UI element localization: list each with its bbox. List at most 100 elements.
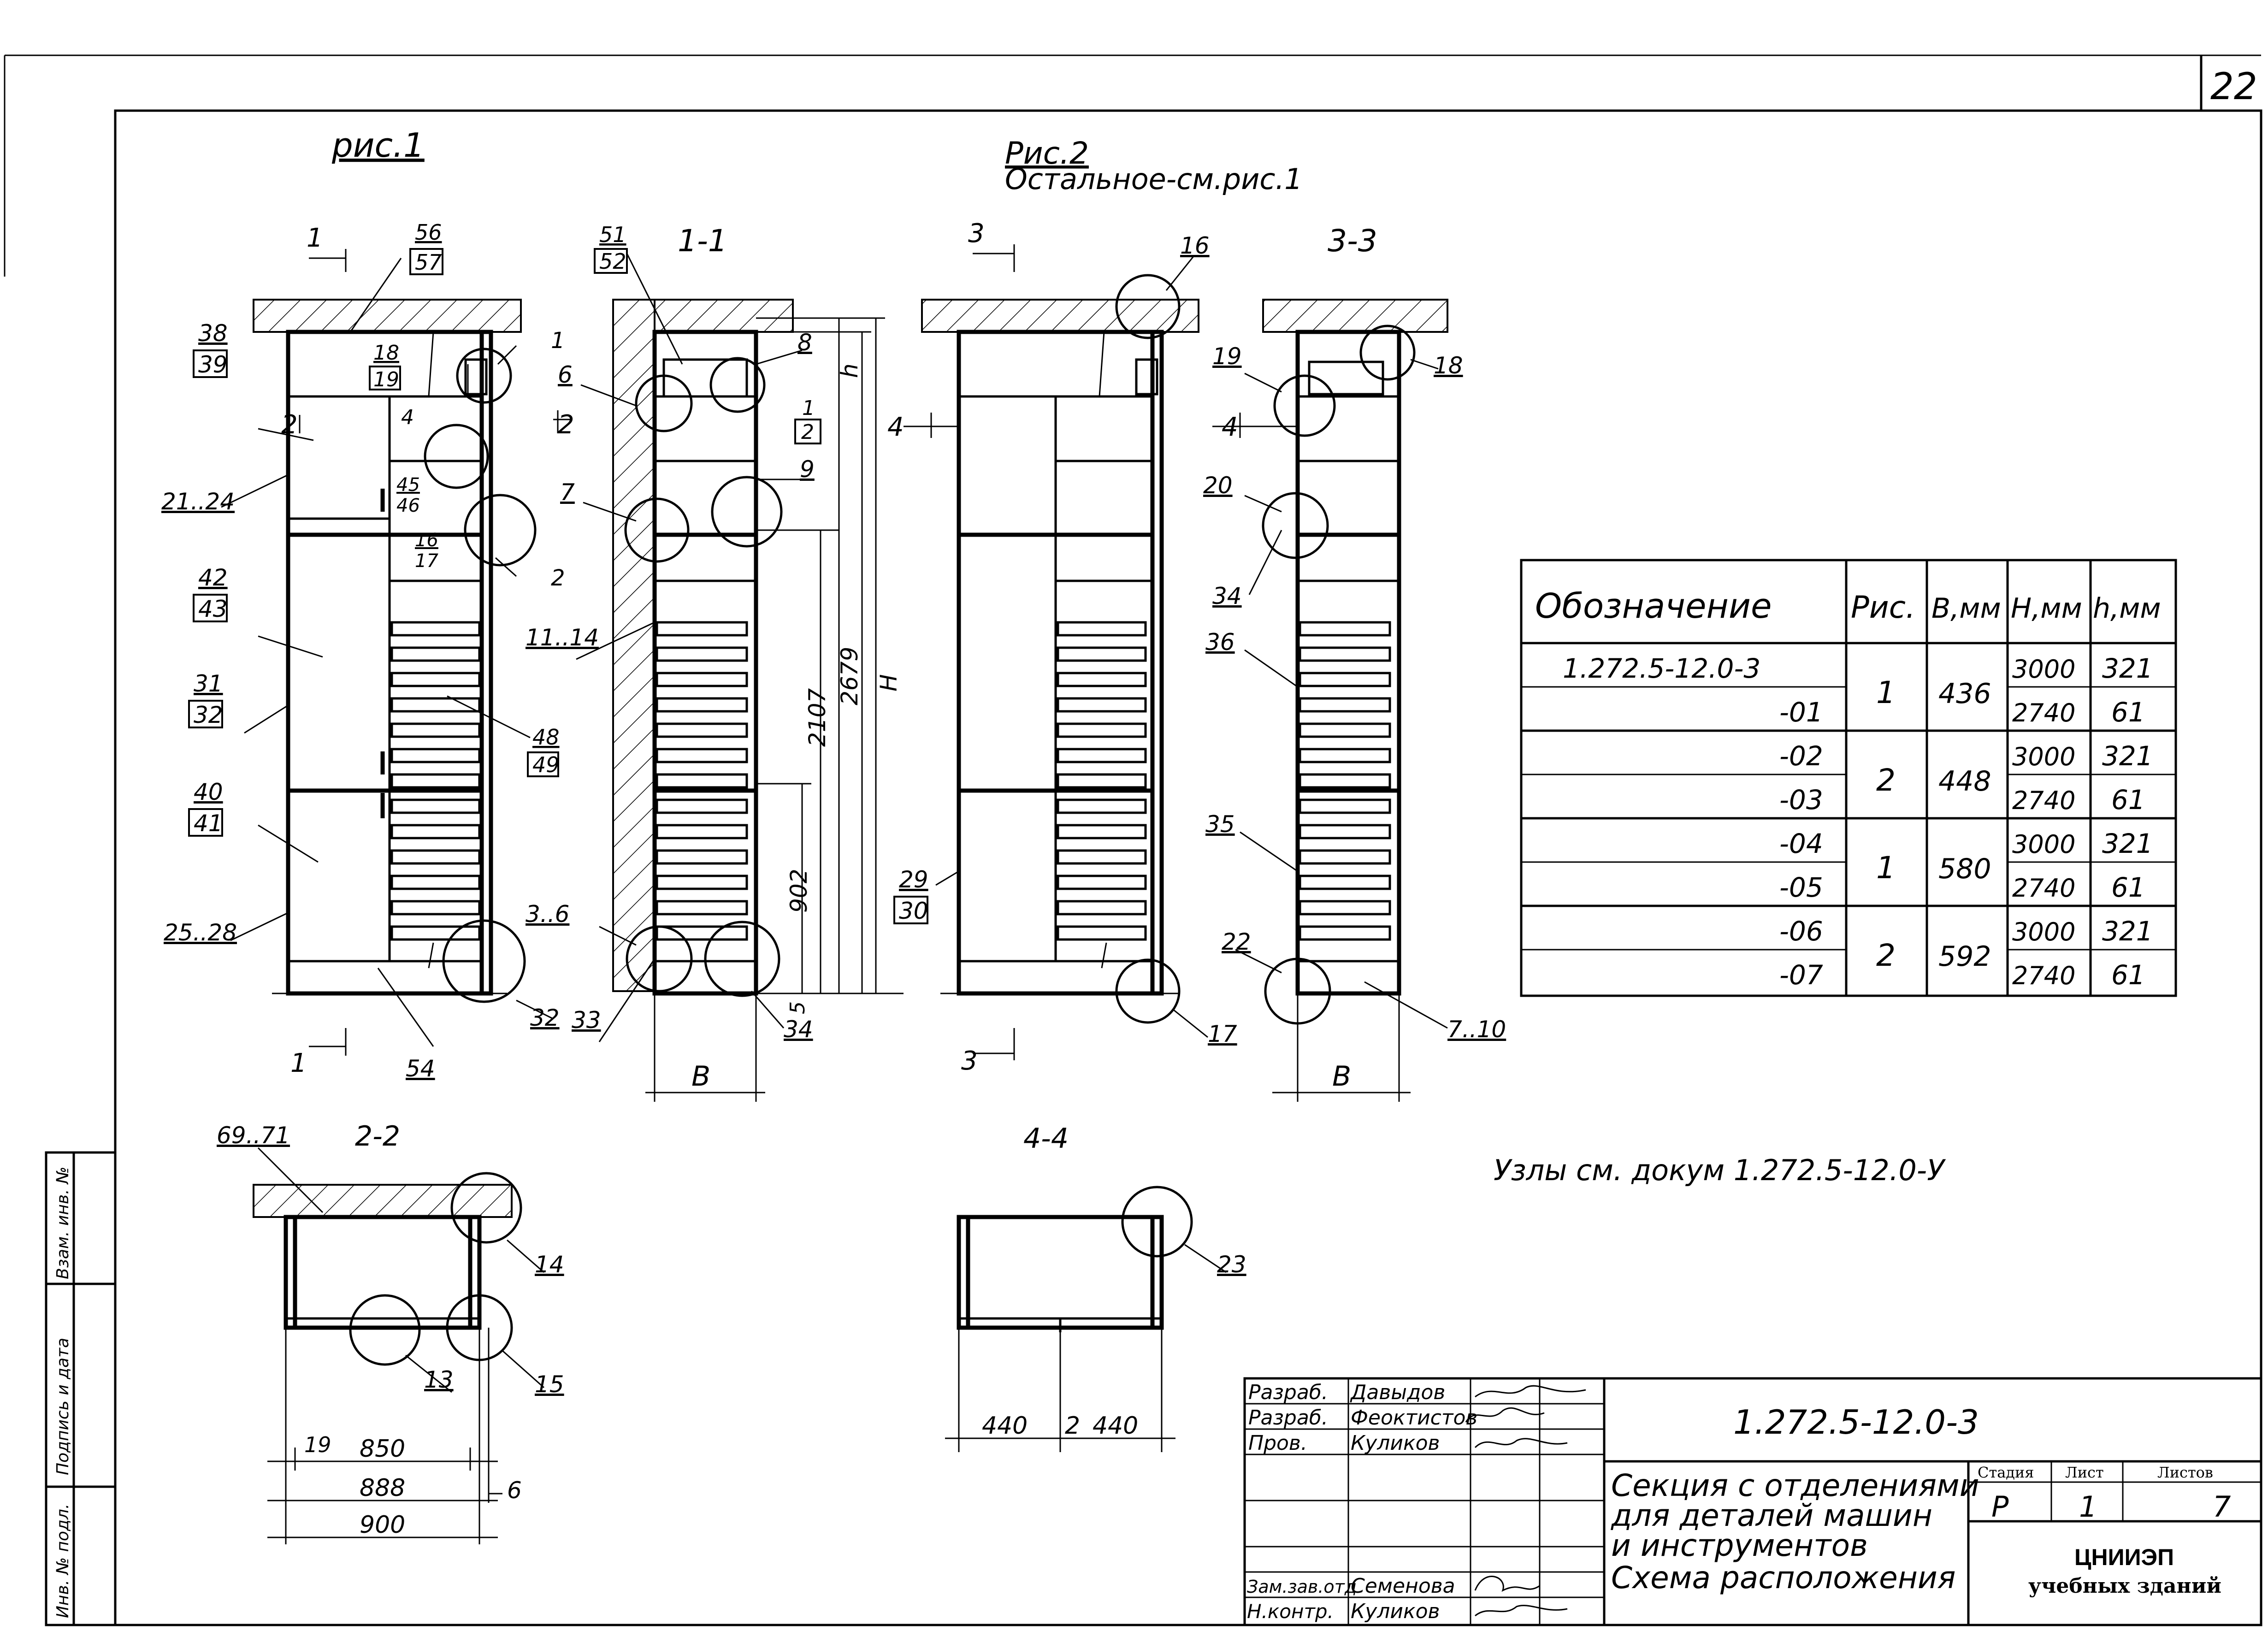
callout-25-28: 25..28 [164,919,237,946]
section-3-3-leaders [1235,359,1448,1029]
section-1-1-title: 1-1 [678,223,727,259]
section-mark-1-top: 1 [307,223,323,253]
table-row-designation: -02 [1779,740,1823,772]
side-stamp-sign-date: Подпись и дата [53,1338,72,1475]
table-row-designation: -04 [1779,828,1823,859]
callout-34: 34 [784,1016,813,1043]
table-cell-h: 61 [2111,697,2145,728]
callout-16: 16 [1180,232,1210,259]
callout-8: 8 [797,329,812,356]
sheets-label: Листов [2157,1464,2213,1481]
callout-32: 32 [530,1005,560,1031]
table-row-designation: -03 [1779,784,1823,816]
dim-2: 2 [1065,1412,1080,1440]
callout-42: 42 [198,564,228,591]
sheet-number: 22 [2210,65,2257,108]
section-mark-3-top: 3 [968,219,985,248]
dim-2679: 2679 [836,647,863,705]
section-2-2-leaders [257,1147,544,1393]
title-name: Феоктистов [1351,1406,1477,1430]
callout-16-mid: 16 [415,530,438,551]
table-row-designation: -06 [1779,916,1823,947]
nodes-reference-note: Узлы см. докум 1.272.5-12.0-У [1494,1153,1946,1187]
callout-35: 35 [1205,811,1235,838]
side-stamp-inv-orig: Инв. № подл. [53,1504,72,1618]
table-group-fig: 2 [1876,762,1896,798]
callout-19-box [369,366,401,390]
table-row-designation: -07 [1779,959,1823,991]
dim-label-h: h [836,363,863,378]
callout-39-box [193,349,228,378]
signature-semenova [1474,1576,1540,1592]
callout-9: 9 [800,456,815,483]
table-group-B: 436 [1938,678,1991,710]
table-cell-h: 321 [2102,828,2153,859]
dim-888: 888 [360,1474,405,1502]
callout-46: 46 [396,495,420,516]
stage-label: Стадия [1978,1464,2034,1481]
table-header-h: h,мм [2093,592,2161,625]
table-group-B: 580 [1938,853,1991,885]
dim-440-right: 440 [1093,1412,1138,1440]
callout-11-14: 11..14 [526,624,599,651]
section-mark-1-bottom: 1 [290,1048,307,1078]
table-cell-H: 2740 [2012,961,2075,990]
callout-22: 22 [1222,928,1251,955]
section-mark-2-left: 2 [281,410,298,440]
fig1-leaders [221,249,572,1056]
callout-49: 49 [532,752,560,777]
callout-13: 13 [424,1366,454,1393]
callout-3-6: 3..6 [526,901,569,928]
section-1-1-view [612,299,904,1102]
dim-B-section-1-1: B [691,1060,710,1093]
callout-7: 7 [560,479,575,506]
title-role: Пров. [1248,1431,1307,1455]
dim-440-left: 440 [982,1412,1028,1440]
table-cell-h: 61 [2111,872,2145,903]
signature-kulikov [1474,1438,1568,1448]
spec-table [1520,559,2177,997]
side-stamp-inv-sub: Взам. инв. № [53,1167,72,1279]
callout-17-mid: 17 [415,550,438,572]
callout-43-box [193,594,228,622]
table-cell-H: 3000 [2012,742,2075,771]
callout-34-section-3-3: 34 [1212,583,1242,609]
dim-label-H: H [875,674,902,691]
callout-49-box [527,751,559,777]
callout-52: 52 [599,249,626,274]
title-name: Давыдов [1350,1381,1445,1404]
doc-title-line: для деталей машин [1611,1498,1932,1533]
dim-850: 850 [360,1435,405,1463]
callout-51: 51 [599,222,626,247]
table-row-designation: -01 [1779,697,1823,728]
callout-41: 41 [194,810,223,837]
dim-5: 5 [786,1001,809,1014]
section-mark-4-right: 4 [1222,412,1238,442]
table-cell-h: 61 [2111,784,2145,816]
callout-1: 1 [551,328,565,354]
callout-39: 39 [198,351,228,378]
callout-41-box [188,808,223,837]
table-cell-h: 321 [2102,740,2153,772]
title-role: Н.контр. [1247,1600,1334,1623]
callout-1-section: 1 [802,396,815,420]
table-cell-H: 2740 [2012,874,2075,903]
callout-4: 4 [401,406,414,429]
fig2-front-view [904,244,1208,1060]
callout-52-box [594,248,628,274]
table-cell-h: 61 [2111,959,2145,991]
sheet-label: Лист [2065,1464,2104,1481]
dim-B-section-3-3: B [1332,1060,1351,1093]
callout-2-section: 2 [801,420,814,444]
section-2-2-title: 2-2 [355,1120,400,1152]
callout-45: 45 [396,474,420,496]
table-group-fig: 1 [1876,850,1896,886]
doc-title-line: Схема расположения [1611,1560,1956,1596]
callout-36: 36 [1205,629,1235,656]
callout-40: 40 [194,779,223,805]
fig1-title: рис.1 [331,126,425,165]
dim-2107: 2107 [804,688,831,747]
doc-title-line: и инструментов [1611,1528,1868,1563]
callout-14: 14 [535,1251,564,1278]
